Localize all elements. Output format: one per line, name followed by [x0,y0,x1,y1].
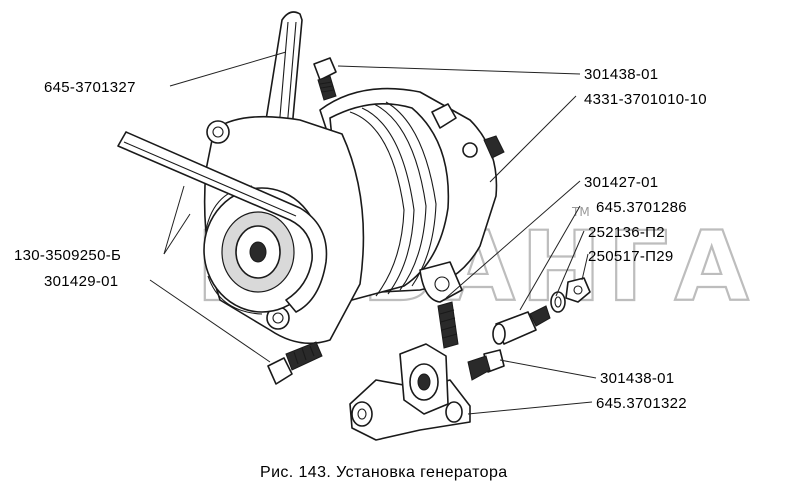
label-adjusting-rod: 645-3701327 [44,79,136,96]
alternator-part [203,87,505,345]
label-bottom-bolt: 301438-01 [600,370,674,387]
label-top-bolt: 301438-01 [584,66,658,83]
label-stud: 301427-01 [584,174,658,191]
label-left-bolt: 301429-01 [44,273,118,290]
stud-part [437,301,459,349]
left-bolt-part [267,341,323,385]
callout-labels: 645-3701327 301438-01 4331-3701010-10 30… [14,66,707,412]
leader-lines [149,51,597,415]
lower-bracket-part [349,343,471,441]
label-lower-bracket: 645.3701322 [596,395,687,412]
drive-belt-part [117,131,328,313]
label-bushing: 645.3701286 [596,199,687,216]
bushing-part [492,305,551,345]
nut-part [565,277,591,303]
label-nut: 250517-П29 [588,248,674,265]
label-spring-washer: 252136-П2 [588,224,665,241]
label-alternator: 4331-3701010-10 [584,91,707,108]
bottom-bolt-part [467,349,505,381]
watermark-trademark: TM [571,205,590,219]
spring-washer-part [550,291,566,313]
label-drive-belt: 130-3509250-Б [14,247,121,264]
top-bolt-part [313,57,337,101]
figure-caption: Рис. 143. Установка генератора [260,464,508,481]
